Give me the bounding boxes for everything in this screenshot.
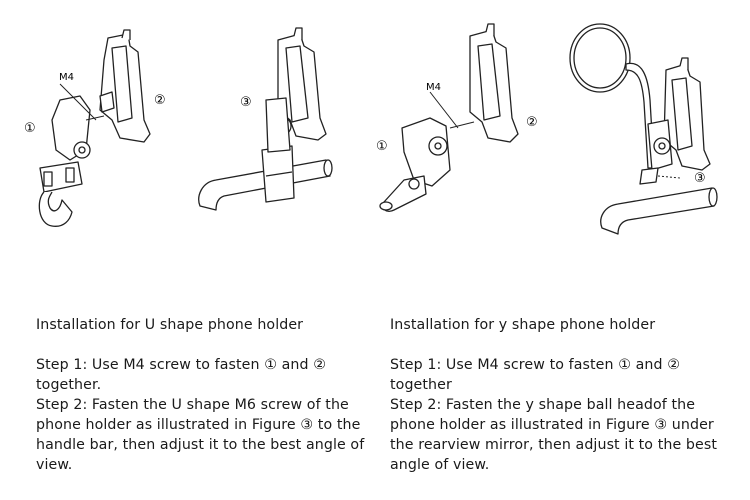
figure-u-holder-on-handlebar: ③: [186, 0, 374, 250]
y-step2-line4: angle of view.: [390, 457, 490, 473]
y-shape-heading: Installation for y shape phone holder: [390, 317, 656, 333]
u-step1-line1: Step 1: Use M4 screw to fasten ① and ②: [36, 357, 327, 373]
y-step2-line1: Step 2: Fasten the y shape ball headof t…: [390, 397, 696, 413]
figure-y-holder-on-mirror: ③: [562, 0, 750, 250]
u-shape-instructions: Installation for U shape phone holder St…: [36, 315, 376, 475]
u-step2-line2: phone holder as illustrated in Figure ③ …: [36, 417, 361, 433]
marker-2: ②: [154, 93, 166, 108]
marker-3: ③: [694, 171, 706, 186]
marker-3: ③: [240, 95, 252, 110]
y-step1-line1: Step 1: Use M4 screw to fasten ① and ②: [390, 357, 681, 373]
y-holder-mirror-drawing: ③: [569, 23, 718, 235]
u-holder-handlebar-drawing: ③: [198, 27, 333, 211]
u-step1-line2: together.: [36, 377, 102, 393]
marker-1: ①: [24, 121, 36, 136]
y-step2-line2: phone holder as illustrated in Figure ③ …: [390, 417, 714, 433]
marker-1: ①: [376, 139, 388, 154]
u-step2-line3: handle bar, then adjust it to the best a…: [36, 437, 365, 453]
y-step2-line3: the rearview mirror, then adjust it to t…: [390, 437, 717, 453]
u-step2-line1: Step 2: Fasten the U shape M6 screw of t…: [36, 397, 349, 413]
figure-u-holder-exploded: M4 ① ②: [0, 0, 186, 250]
marker-2: ②: [526, 115, 538, 130]
u-step2-line4: view.: [36, 457, 73, 473]
y-shape-instructions: Installation for y shape phone holder St…: [390, 315, 735, 475]
y-step1-line2: together: [390, 377, 452, 393]
u-holder-exploded-drawing: M4 ① ②: [24, 29, 166, 227]
m4-label: M4: [426, 82, 441, 93]
figure-y-holder-exploded: M4 ① ②: [374, 0, 562, 250]
y-holder-exploded-drawing: M4 ① ②: [376, 23, 538, 212]
u-shape-heading: Installation for U shape phone holder: [36, 317, 304, 333]
m4-label: M4: [59, 72, 74, 83]
